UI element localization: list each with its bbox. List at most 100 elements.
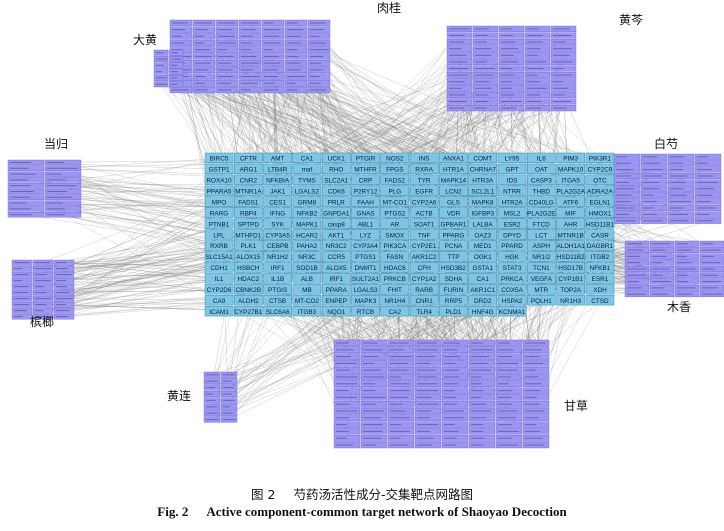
compound-node-text-mark — [218, 22, 236, 24]
compound-node-huangqin — [550, 78, 577, 85]
target-label: GRM8 — [298, 199, 317, 206]
target-label: ALOX15 — [236, 254, 261, 261]
target-node — [409, 273, 439, 284]
target-node — [468, 262, 498, 273]
compound-node-text-mark — [652, 293, 669, 295]
figure-title-chinese: 芍药汤活性成分-交集靶点网路图 — [293, 487, 473, 502]
target-label: SULT2A1 — [352, 276, 380, 283]
compound-node-text-mark — [697, 194, 713, 196]
target-label: LPL — [213, 232, 225, 239]
compound-node-text-mark — [702, 255, 715, 257]
target-label: FPGS — [386, 167, 403, 174]
compound-node-text-mark — [223, 380, 232, 382]
target-label: HCAR2 — [296, 232, 318, 239]
target-label: MAPK10 — [558, 167, 584, 174]
target-label: HSBCH — [237, 265, 260, 272]
target-label: CEBPB — [267, 243, 289, 250]
target-node — [527, 240, 556, 251]
compound-node-muxiang — [674, 253, 700, 260]
target-label: PIK3R1 — [589, 156, 611, 163]
target-node — [468, 251, 498, 262]
figure-title-english: Active component-common target network o… — [206, 504, 567, 519]
compound-node-text-mark — [156, 83, 167, 85]
compound-node-text-mark — [56, 304, 66, 306]
compound-node-text-mark — [471, 362, 489, 364]
compound-node-text-mark — [264, 89, 279, 91]
compound-node-text-mark — [363, 430, 383, 432]
compound-node-text-mark — [702, 274, 718, 276]
target-node — [497, 185, 527, 196]
target-label: CA2 — [389, 309, 402, 316]
compound-node-text-mark — [449, 48, 462, 50]
target-node — [292, 306, 322, 317]
target-label: SLC15A1 — [205, 254, 233, 261]
target-node — [351, 207, 380, 218]
target-node — [468, 284, 498, 295]
compound-node-text-mark — [47, 191, 67, 192]
compound-node-text-mark — [47, 214, 65, 216]
target-node — [468, 240, 498, 251]
compound-node-text-mark — [616, 213, 629, 215]
target-label: MTR — [534, 287, 548, 294]
compound-node-text-mark — [525, 424, 537, 426]
target-label: ATF6 — [563, 199, 579, 206]
compound-node-text-mark — [471, 444, 484, 446]
compound-node-text-mark — [390, 383, 410, 385]
compound-node-text-mark — [336, 396, 357, 398]
target-node — [351, 196, 380, 207]
target-label: IGFBP3 — [471, 210, 494, 217]
compound-node-text-mark — [677, 287, 696, 289]
target-node — [439, 207, 468, 218]
compound-node-text-mark — [363, 424, 383, 426]
target-label: ARG1 — [240, 167, 258, 174]
target-node — [585, 240, 615, 251]
target-label: NFKB1 — [590, 265, 611, 272]
compound-node-text-mark — [643, 181, 660, 183]
target-node — [439, 273, 468, 284]
compound-node-text-mark — [14, 286, 29, 288]
target-node — [380, 218, 410, 229]
compound-node-text-mark — [223, 393, 232, 395]
target-node — [204, 295, 234, 306]
target-node — [263, 273, 292, 284]
compound-node-text-mark — [35, 286, 44, 288]
compound-node-text-mark — [652, 281, 671, 283]
compound-node-text-mark — [501, 87, 512, 89]
target-node — [234, 207, 263, 218]
target-label: MT-CO2 — [295, 298, 320, 305]
target-label: PLA2G2A — [556, 188, 585, 195]
compound-node-text-mark — [10, 185, 31, 187]
compound-node-text-mark — [449, 41, 464, 43]
target-node — [439, 284, 468, 295]
target-node — [585, 185, 615, 196]
target-label: SLC6A6 — [266, 309, 290, 316]
herb-label-huangqin: 黄芩 — [619, 13, 643, 27]
compound-node-text-mark — [56, 310, 70, 312]
compound-node-text-mark — [14, 292, 29, 294]
target-label: GNAS — [356, 210, 374, 217]
target-node — [409, 163, 439, 174]
target-label: CTSB — [269, 298, 286, 305]
compound-node-text-mark — [156, 77, 167, 79]
compound-node-text-mark — [471, 403, 486, 405]
compound-node-text-mark — [475, 94, 489, 96]
compound-node-text-mark — [475, 81, 490, 83]
target-label: HSD11B1 — [586, 221, 614, 228]
target-node — [263, 185, 292, 196]
target-node — [380, 163, 410, 174]
compound-node-text-mark — [449, 35, 465, 36]
compound-node-text-mark — [310, 76, 320, 78]
target-node — [585, 273, 615, 284]
compound-node-text-mark — [363, 362, 375, 364]
target-node — [380, 284, 410, 295]
compound-node-text-mark — [444, 390, 455, 392]
target-label: PIK3CA — [383, 243, 406, 250]
compound-node-text-mark — [390, 444, 409, 446]
compound-node-text-mark — [471, 430, 484, 432]
target-label: PTGS1 — [355, 254, 376, 261]
target-label: ROXA10 — [206, 178, 232, 185]
target-label: HGK — [505, 254, 520, 261]
compound-node-text-mark — [287, 29, 304, 31]
